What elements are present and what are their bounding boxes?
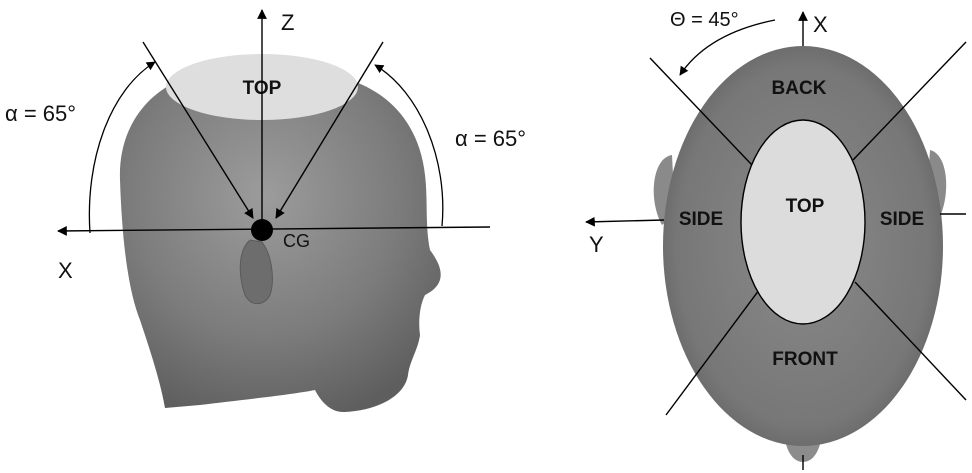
side-head-silhouette (119, 80, 441, 413)
side-view: TOP Z X α = 65° α = 65° CG (5, 9, 526, 413)
top-side-left-label: SIDE (679, 209, 723, 230)
top-theta-label: Θ = 45° (670, 9, 739, 31)
top-top-region (740, 119, 866, 325)
top-side-right-label: SIDE (880, 209, 924, 230)
top-back-label: BACK (772, 78, 827, 99)
side-left-angle-arc (88, 61, 156, 234)
top-theta-arc (679, 19, 776, 76)
top-diagonal-upper-right (852, 41, 967, 161)
side-cg-label: CG (283, 231, 310, 251)
top-front-label: FRONT (772, 349, 838, 370)
side-angle-left-label: α = 65° (5, 101, 76, 126)
top-top-label: TOP (786, 196, 825, 217)
side-left-impact-line (142, 41, 254, 219)
side-z-axis-label: Z (281, 10, 294, 35)
top-diagonal-upper-left (649, 57, 753, 166)
top-y-axis-label: Y (589, 232, 604, 257)
side-right-angle-arc (374, 64, 444, 227)
top-diagonal-lower-right (854, 281, 967, 401)
top-x-axis-label: X (813, 12, 828, 37)
side-x-axis (57, 226, 491, 236)
top-y-axis (585, 216, 665, 227)
top-diagonal-lower-left (665, 281, 766, 416)
side-cg-dot (251, 219, 273, 241)
side-angle-right-label: α = 65° (455, 126, 526, 151)
top-view: X Y Θ = 45° BACK TOP SIDE SIDE FRONT (585, 9, 967, 470)
side-ear (239, 239, 273, 305)
side-x-axis-label: X (58, 258, 73, 283)
side-right-impact-line (275, 41, 384, 219)
